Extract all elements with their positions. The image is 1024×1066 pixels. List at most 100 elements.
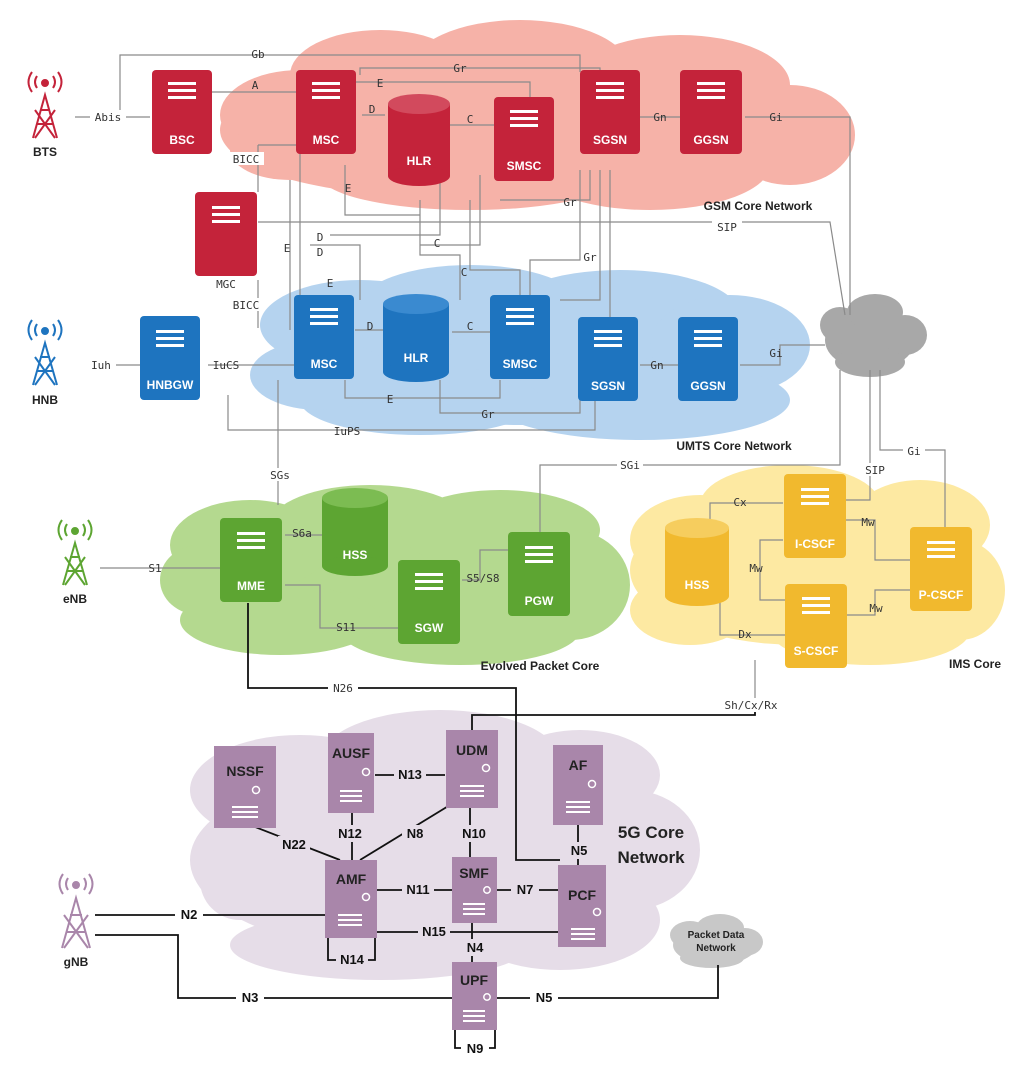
- label-gb: Gb: [251, 48, 264, 61]
- svg-text:SMF: SMF: [459, 865, 489, 881]
- svg-text:BSC: BSC: [169, 133, 195, 147]
- label-n14: N14: [340, 952, 365, 967]
- hnbgw-node[interactable]: HNBGW: [140, 316, 200, 400]
- label-gi-gsm: Gi: [769, 111, 782, 124]
- bsc-node[interactable]: BSC: [152, 70, 212, 154]
- fiveg-core-title-line1: 5G Core: [618, 823, 684, 842]
- label-mw2: Mw: [749, 562, 763, 575]
- af-node[interactable]: AF: [553, 745, 603, 825]
- label-abis: Abis: [95, 111, 122, 124]
- label-s5s8: S5/S8: [466, 572, 499, 585]
- legacy-links: [75, 54, 946, 700]
- scscf-node[interactable]: S-CSCF: [785, 584, 847, 668]
- bts-label: BTS: [33, 145, 57, 159]
- smsc-umts-node[interactable]: SMSC: [490, 295, 550, 379]
- smsc-gsm-node[interactable]: SMSC: [494, 97, 554, 181]
- ggsn-umts-node[interactable]: GGSN: [678, 317, 738, 401]
- svg-text:HSS: HSS: [685, 578, 710, 592]
- label-gi-umts: Gi: [769, 347, 782, 360]
- label-n15: N15: [422, 924, 446, 939]
- label-bicc-top: BICC: [233, 153, 260, 166]
- label-e-umts-top: E: [327, 277, 334, 290]
- svg-text:NSSF: NSSF: [226, 763, 264, 779]
- svg-text:SGSN: SGSN: [591, 379, 625, 393]
- hss-ims-node[interactable]: HSS: [665, 518, 729, 606]
- label-d-cross1: D: [317, 231, 324, 244]
- label-n10: N10: [462, 826, 486, 841]
- label-n26: N26: [333, 682, 353, 695]
- label-n13: N13: [398, 767, 422, 782]
- svg-text:GGSN: GGSN: [693, 133, 728, 147]
- gnb-label: gNB: [64, 955, 89, 969]
- mgc-label: MGC: [216, 278, 236, 291]
- label-n5-af: N5: [571, 843, 588, 858]
- internet-cloud: [820, 294, 927, 377]
- sgw-node[interactable]: SGW: [398, 560, 460, 644]
- label-e-cross: E: [345, 182, 352, 195]
- upf-node[interactable]: UPF: [452, 962, 497, 1030]
- label-n4: N4: [467, 940, 484, 955]
- label-gi-ims: Gi: [907, 445, 920, 458]
- svg-text:PCF: PCF: [568, 887, 596, 903]
- sgsn-umts-node[interactable]: SGSN: [578, 317, 638, 401]
- svg-text:SGSN: SGSN: [593, 133, 627, 147]
- enb-label: eNB: [63, 592, 87, 606]
- svg-text:MSC: MSC: [313, 133, 340, 147]
- svg-text:GGSN: GGSN: [690, 379, 725, 393]
- svg-text:S-CSCF: S-CSCF: [794, 644, 839, 658]
- label-n3: N3: [242, 990, 259, 1005]
- fiveg-core-title-line2: Network: [617, 848, 685, 867]
- hlr-gsm-node[interactable]: HLR: [388, 94, 450, 186]
- mgc-node[interactable]: [195, 192, 257, 276]
- svg-text:UDM: UDM: [456, 742, 488, 758]
- label-gr-top: Gr: [453, 62, 467, 75]
- label-n9: N9: [467, 1041, 484, 1056]
- mme-node[interactable]: MME: [220, 518, 282, 602]
- svg-text:SGW: SGW: [415, 621, 444, 635]
- svg-text:HLR: HLR: [404, 351, 429, 365]
- hss-epc-node[interactable]: HSS: [322, 488, 388, 576]
- label-e-umts-bottom: E: [387, 393, 394, 406]
- gsm-core-title: GSM Core Network: [704, 199, 813, 213]
- amf-node[interactable]: AMF: [325, 860, 377, 938]
- interface-labels: Abis Gb A Gr E D C Gn Gi BICC E Gr D D E…: [86, 48, 925, 712]
- label-gr-mid: Gr: [563, 196, 577, 209]
- label-cx: Cx: [733, 496, 747, 509]
- label-n8: N8: [407, 826, 424, 841]
- udm-node[interactable]: UDM: [446, 730, 498, 808]
- label-iuh: Iuh: [91, 359, 111, 372]
- ggsn-gsm-node[interactable]: GGSN: [680, 70, 742, 154]
- hlr-umts-node[interactable]: HLR: [383, 294, 449, 382]
- label-sgi: SGi: [620, 459, 640, 472]
- gnb-antenna-icon: [58, 873, 94, 949]
- label-a: A: [252, 79, 259, 92]
- label-n22: N22: [282, 837, 306, 852]
- label-n12: N12: [338, 826, 362, 841]
- pcf-node[interactable]: PCF: [558, 865, 606, 947]
- pdn-label-line2: Network: [696, 943, 736, 954]
- nssf-node[interactable]: NSSF: [214, 746, 276, 828]
- label-gr-umts-bottom: Gr: [481, 408, 495, 421]
- pcscf-node[interactable]: P-CSCF: [910, 527, 972, 611]
- svg-text:MME: MME: [237, 579, 265, 593]
- ausf-node[interactable]: AUSF: [328, 733, 374, 813]
- label-c-umts: C: [467, 320, 474, 333]
- svg-text:PGW: PGW: [525, 594, 554, 608]
- sgsn-gsm-node[interactable]: SGSN: [580, 70, 640, 154]
- svg-text:AMF: AMF: [336, 871, 367, 887]
- label-dx: Dx: [738, 628, 752, 641]
- label-n7: N7: [517, 882, 534, 897]
- label-d-gsm: D: [369, 103, 376, 116]
- msc-gsm-node[interactable]: MSC: [296, 70, 356, 154]
- label-n11: N11: [406, 882, 429, 897]
- icscf-node[interactable]: I-CSCF: [784, 474, 846, 558]
- label-bicc-bottom: BICC: [233, 299, 260, 312]
- msc-umts-node[interactable]: MSC: [294, 295, 354, 379]
- label-s1: S1: [148, 562, 161, 575]
- label-e-left: E: [284, 242, 291, 255]
- smf-node[interactable]: SMF: [452, 857, 497, 923]
- label-iups: IuPS: [334, 425, 361, 438]
- label-s6a: S6a: [292, 527, 312, 540]
- pgw-node[interactable]: PGW: [508, 532, 570, 616]
- label-iucs: IuCS: [213, 359, 240, 372]
